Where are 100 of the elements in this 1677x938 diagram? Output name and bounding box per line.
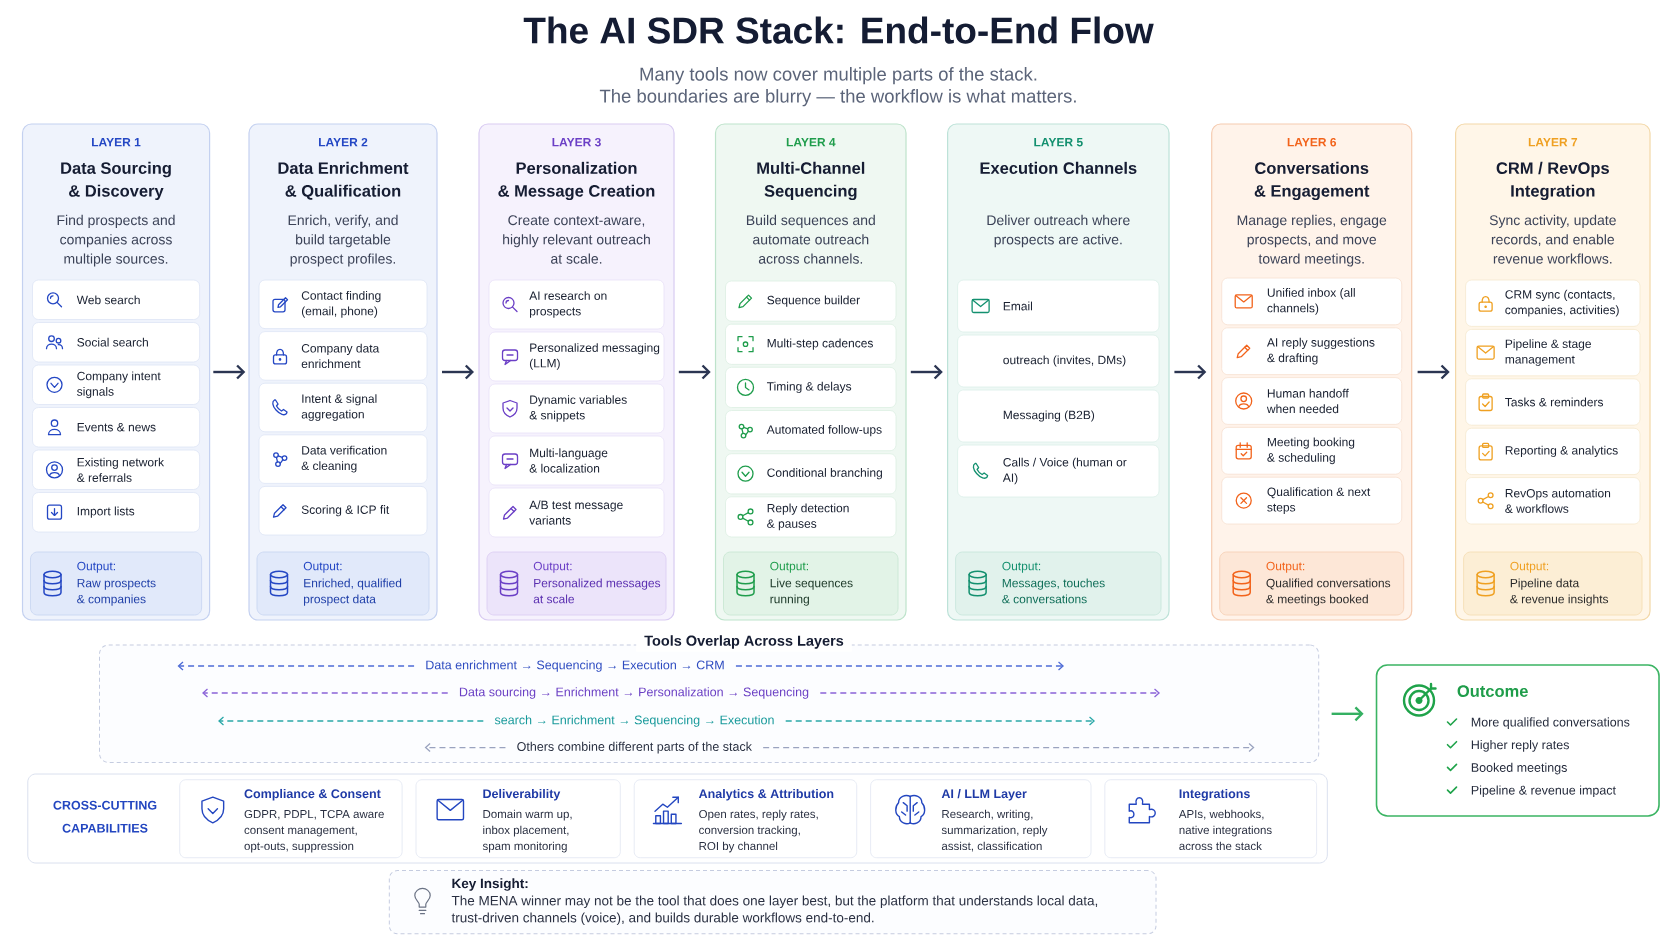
arrow bbox=[1331, 706, 1364, 722]
card-text: Open rates, reply rates, conversion tracking, ROI by channel bbox=[699, 809, 818, 853]
feature-item: Timing & delays bbox=[725, 366, 897, 408]
diagram-title: The AI SDR Stack: End-to-End Flow bbox=[523, 16, 1154, 44]
arrow bbox=[442, 364, 474, 380]
feature-item: Automated follow-ups bbox=[725, 410, 897, 452]
outcome-item: Booked meetings bbox=[1471, 762, 1567, 775]
dashed-arrow bbox=[735, 661, 1064, 671]
subtitle: The boundaries are blurry — the workflow is what matters. bbox=[599, 89, 1076, 107]
output-label: Output: bbox=[1266, 561, 1305, 573]
feature-item: Email bbox=[957, 279, 1160, 333]
layer-description: Create context-aware, highly relevant outreach at scale. bbox=[503, 215, 650, 264]
feature-item: Conditional branching bbox=[725, 453, 897, 495]
tool-flow-text: Others combine different parts of the stack bbox=[517, 741, 752, 754]
card-text: Domain warm up, inbox placement, spam monitoring bbox=[482, 809, 572, 853]
subtitle: Many tools now cover multiple parts of the stack. bbox=[640, 67, 1037, 85]
layer-title: Multi-Channel Sequencing bbox=[757, 161, 865, 201]
layer-title: Personalization & Message Creation bbox=[498, 161, 655, 201]
layer-label: LAYER 2 bbox=[319, 137, 368, 147]
capabilities-label: CROSS-CUTTING CAPABILITIES bbox=[53, 800, 157, 833]
dashed-arrow bbox=[785, 716, 1095, 726]
feature-item: Pipeline & stage management bbox=[1465, 329, 1641, 377]
panel-heading: Tools Overlap Across Layers bbox=[636, 632, 852, 652]
feature-item: Intent & signal aggregation bbox=[258, 382, 428, 433]
layer-title: Data Enrichment & Qualification bbox=[278, 161, 409, 200]
feature-item: Multi-language & localization bbox=[488, 435, 665, 486]
feature-item: Messaging (B2B) bbox=[957, 389, 1160, 443]
output-text: Personalized messages at scale bbox=[533, 578, 661, 604]
feature-item: Sequence builder bbox=[725, 280, 897, 322]
output-text: Pipeline data & revenue insights bbox=[1510, 578, 1609, 606]
layer-label: LAYER 5 bbox=[1034, 138, 1083, 147]
feature-item: Company data enrichment bbox=[258, 331, 428, 381]
outcome-item: More qualified conversations bbox=[1471, 717, 1630, 729]
layer-description: Enrich, verify, and build targetable prospect profiles. bbox=[288, 214, 398, 267]
dashed-arrow bbox=[177, 661, 415, 671]
feature-item: Reporting & analytics bbox=[1465, 427, 1641, 475]
outcome-heading: Outcome bbox=[1457, 685, 1528, 697]
feature-item: Events & news bbox=[32, 407, 200, 448]
dashed-arrow bbox=[762, 742, 1255, 753]
feature-item: Existing network & referrals bbox=[32, 449, 200, 490]
feature-item: outreach (invites, DMs) bbox=[957, 334, 1160, 388]
insight-text: The MENA winner may not be the tool that does one layer best, but the platform that understands local data, trust-driven channels (voice), and builds durable workflows end-to-end. bbox=[451, 895, 1098, 926]
card-heading: Deliverability bbox=[483, 788, 561, 801]
feature-item: A/B test message variants bbox=[488, 487, 665, 538]
feature-item: Company intent signals bbox=[32, 364, 200, 405]
insight-heading: Key Insight: bbox=[452, 878, 528, 891]
layer-description: Find prospects and companies across multiple sources. bbox=[57, 214, 175, 267]
tool-flow-text: Data enrichment → Sequencing → Execution → CRM bbox=[426, 660, 724, 672]
feature-item: RevOps automation & workflows bbox=[1465, 477, 1641, 525]
feature-item: Dynamic variables & snippets bbox=[488, 383, 665, 434]
output-text: Live sequences running bbox=[770, 578, 853, 606]
feature-item: CRM sync (contacts, companies, activities) bbox=[1465, 279, 1641, 327]
feature-item: Import lists bbox=[32, 492, 200, 533]
output-text: Enriched, qualified prospect data bbox=[304, 578, 402, 606]
arrow bbox=[1417, 364, 1450, 380]
dashed-arrow bbox=[424, 742, 507, 753]
card-heading: Integrations bbox=[1179, 788, 1250, 801]
feature-item: Contact finding (email, phone) bbox=[258, 279, 428, 329]
card-heading: Compliance & Consent bbox=[244, 788, 381, 801]
feature-item: AI reply suggestions & drafting bbox=[1221, 327, 1403, 375]
feature-item: Human handoff when needed bbox=[1221, 377, 1403, 425]
output-label: Output: bbox=[303, 561, 342, 573]
layer-title: Execution Channels bbox=[980, 161, 1137, 174]
feature-item: Web search bbox=[32, 279, 200, 320]
layer-label: LAYER 3 bbox=[552, 137, 601, 147]
feature-item: Tasks & reminders bbox=[1465, 378, 1641, 426]
output-text: Qualified conversations & meetings booked bbox=[1266, 578, 1391, 606]
feature-item: AI research on prospects bbox=[488, 279, 665, 330]
arrow bbox=[910, 364, 943, 380]
feature-item: Personalized messaging (LLM) bbox=[488, 331, 665, 382]
layer-description: Sync activity, update records, and enable revenue workflows. bbox=[1489, 214, 1616, 264]
layer-label: LAYER 7 bbox=[1528, 138, 1578, 147]
outcome-item: Higher reply rates bbox=[1471, 740, 1569, 752]
tool-flow-text: Data sourcing → Enrichment → Personalization → Sequencing bbox=[459, 687, 809, 699]
feature-item: Data verification & cleaning bbox=[258, 434, 428, 484]
output-text: Raw prospects & companies bbox=[77, 578, 156, 606]
output-label: Output: bbox=[1002, 561, 1041, 573]
tool-flow-text: search → Enrichment → Sequencing → Execution bbox=[494, 715, 774, 727]
dashed-arrow bbox=[202, 688, 449, 698]
card-text: Research, writing, summarization, reply assist, classification bbox=[941, 809, 1048, 852]
feature-item: Meeting booking & scheduling bbox=[1221, 427, 1403, 475]
card-text: APIs, webhooks, native integrations across the stack bbox=[1178, 809, 1272, 851]
layer-title: Data Sourcing & Discovery bbox=[61, 161, 171, 200]
layer-label: LAYER 6 bbox=[1287, 137, 1337, 147]
arrow bbox=[213, 364, 246, 380]
feature-item: Social search bbox=[32, 322, 200, 363]
card-heading: AI / LLM Layer bbox=[941, 788, 1027, 801]
feature-item: Unified inbox (all channels) bbox=[1221, 277, 1403, 326]
layer-description: Deliver outreach where prospects are active. bbox=[987, 214, 1130, 248]
feature-item: Qualification & next steps bbox=[1221, 476, 1403, 525]
arrow bbox=[1174, 364, 1207, 380]
output-text: Messages, touches & conversations bbox=[1002, 578, 1105, 604]
feature-item: Multi-step cadences bbox=[725, 323, 897, 365]
output-label: Output: bbox=[77, 561, 115, 573]
card-heading: Analytics & Attribution bbox=[698, 788, 834, 801]
layer-title: Conversations & Engagement bbox=[1254, 161, 1370, 201]
feature-item: Reply detection & pauses bbox=[725, 496, 897, 538]
feature-item: Scoring & ICP fit bbox=[258, 486, 428, 536]
feature-item: Calls / Voice (human or AI) bbox=[957, 444, 1160, 498]
arrow bbox=[678, 364, 711, 380]
